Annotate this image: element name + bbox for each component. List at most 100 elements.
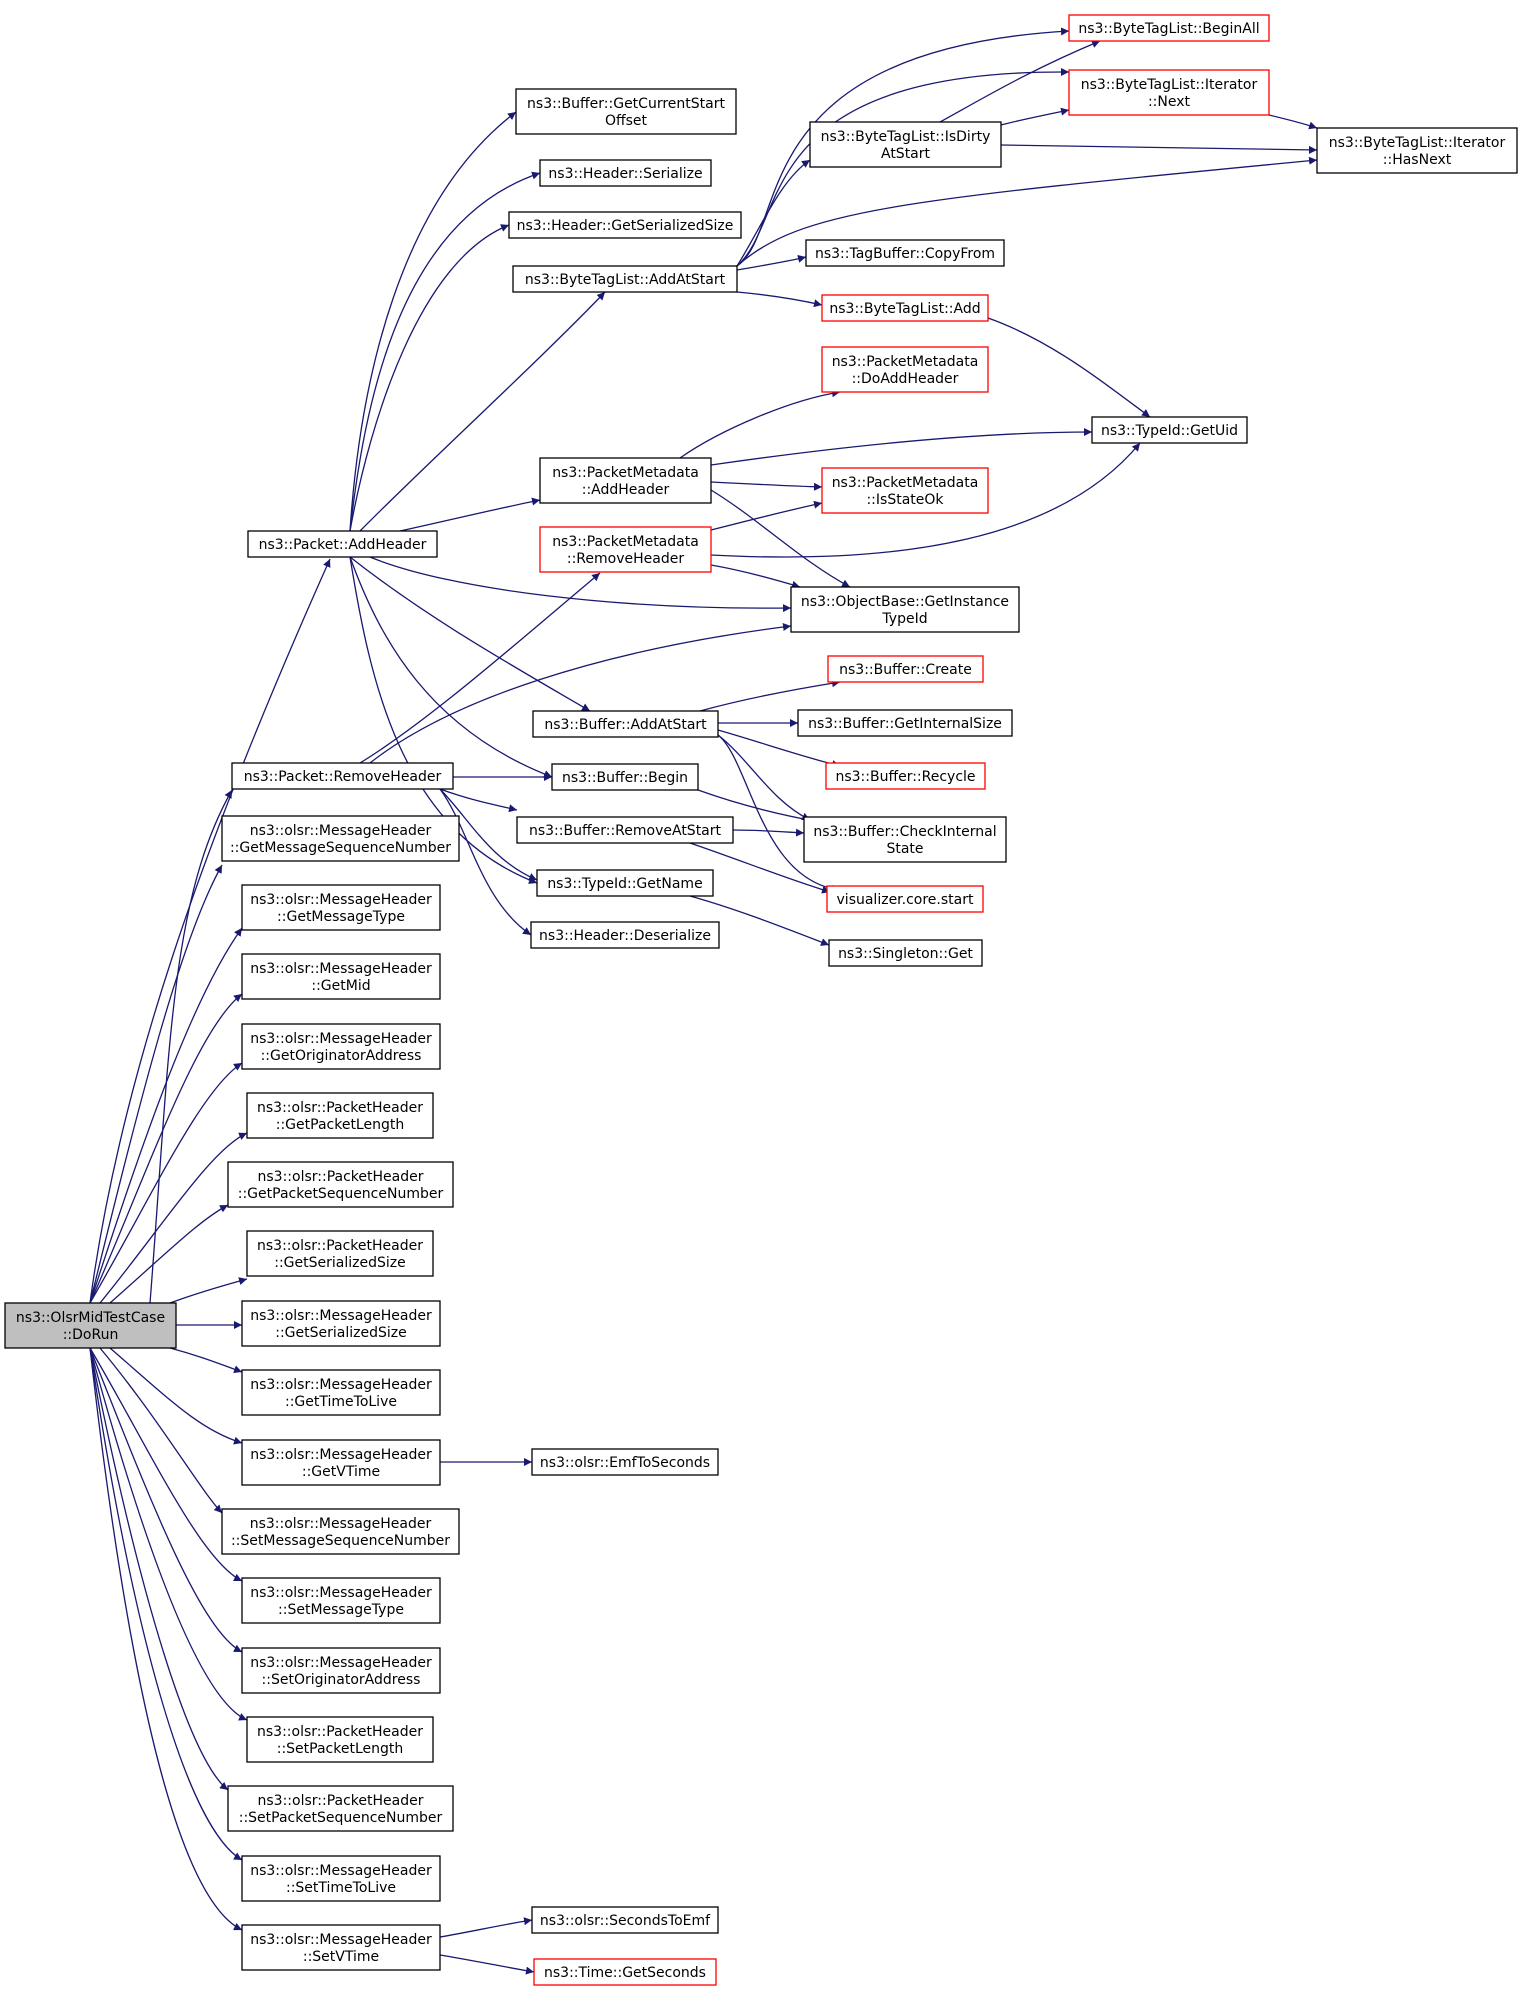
node-label: ::GetMid <box>311 978 370 994</box>
node-m-getorig[interactable]: ns3::olsr::MessageHeader::GetOriginatorA… <box>241 1023 441 1070</box>
node-m-getseq[interactable]: ns3::olsr::MessageHeader::GetMessageSequ… <box>221 815 460 862</box>
node-btl-beginall[interactable]: ns3::ByteTagList::BeginAll <box>1068 14 1270 42</box>
edge-root-to-m_setorig <box>89 1347 243 1653</box>
node-viz-start[interactable]: visualizer.core.start <box>826 885 984 913</box>
edge-pm_removeheader-to-pm_isstateok <box>710 500 823 531</box>
edge-root-to-p_getsize <box>169 1277 248 1304</box>
node-tb-copyfrom[interactable]: ns3::TagBuffer::CopyFrom <box>805 239 1005 267</box>
node-pm-removeheader[interactable]: ns3::PacketMetadata::RemoveHeader <box>539 526 712 573</box>
node-m-getmid[interactable]: ns3::olsr::MessageHeader::GetMid <box>241 953 441 1000</box>
edge-addheader-to-btl_addatstart <box>359 291 606 532</box>
node-box <box>512 265 738 293</box>
node-singleton-get[interactable]: ns3::Singleton::Get <box>828 939 983 967</box>
edge-pm_addheader-to-tid_getuid <box>710 428 1093 466</box>
node-btl-it-hasnext[interactable]: ns3::ByteTagList::Iterator::HasNext <box>1316 127 1518 174</box>
node-h-serialize[interactable]: ns3::Header::Serialize <box>539 159 712 187</box>
node-m-settype[interactable]: ns3::olsr::MessageHeader::SetMessageType <box>241 1577 441 1624</box>
node-box <box>241 1647 441 1694</box>
node-buf-create[interactable]: ns3::Buffer::Create <box>827 655 984 683</box>
node-tid-getname[interactable]: ns3::TypeId::GetName <box>536 869 714 897</box>
node-label: ns3::olsr::PacketHeader <box>257 1238 423 1254</box>
node-buf-recycle[interactable]: ns3::Buffer::Recycle <box>825 762 986 790</box>
node-addheader[interactable]: ns3::Packet::AddHeader <box>247 530 438 558</box>
node-label: ::GetMessageSequenceNumber <box>230 840 451 856</box>
node-label: State <box>886 841 923 857</box>
node-label: ns3::Buffer::Create <box>839 662 972 678</box>
node-m-getttl[interactable]: ns3::olsr::MessageHeader::GetTimeToLive <box>241 1369 441 1416</box>
node-btl-addatstart[interactable]: ns3::ByteTagList::AddAtStart <box>512 265 738 293</box>
node-btl-it-next[interactable]: ns3::ByteTagList::Iterator::Next <box>1068 69 1270 116</box>
node-label: ns3::olsr::MessageHeader <box>250 1863 432 1879</box>
node-label: ns3::TypeId::GetName <box>547 876 702 892</box>
edge-root-to-m_setttl <box>89 1347 243 1861</box>
node-label: ns3::olsr::MessageHeader <box>250 1585 432 1601</box>
node-removeheader[interactable]: ns3::Packet::RemoveHeader <box>231 762 454 790</box>
node-buf-begin[interactable]: ns3::Buffer::Begin <box>551 763 699 791</box>
node-label: ::GetPacketLength <box>276 1117 404 1133</box>
node-box <box>508 211 742 239</box>
node-box <box>551 763 699 791</box>
node-m-getsize[interactable]: ns3::olsr::MessageHeader::GetSerializedS… <box>241 1300 441 1347</box>
node-label: ns3::Buffer::Recycle <box>835 769 975 785</box>
node-p-setlen[interactable]: ns3::olsr::PacketHeader::SetPacketLength <box>246 1716 434 1763</box>
edge-root-to-addheader <box>89 558 331 1304</box>
node-box <box>241 1300 441 1347</box>
edge-root-to-m_getvtime <box>109 1347 243 1445</box>
edge-root-to-m_setseq <box>99 1347 223 1514</box>
node-label: ns3::OlsrMidTestCase <box>16 1310 165 1326</box>
node-pm-doaddheader[interactable]: ns3::PacketMetadata::DoAddHeader <box>821 346 989 393</box>
node-pm-isstateok[interactable]: ns3::PacketMetadata::IsStateOk <box>821 467 989 514</box>
edge-addheader-to-h_serialize <box>349 171 541 532</box>
node-m-setorig[interactable]: ns3::olsr::MessageHeader::SetOriginatorA… <box>241 1647 441 1694</box>
node-buf-addatstart[interactable]: ns3::Buffer::AddAtStart <box>532 710 719 738</box>
node-m-getvtime[interactable]: ns3::olsr::MessageHeader::GetVTime <box>241 1439 441 1486</box>
node-label: ::RemoveHeader <box>567 551 684 567</box>
node-label: ns3::PacketMetadata <box>552 465 699 481</box>
node-label: ns3::TagBuffer::CopyFrom <box>815 246 995 262</box>
edge-pm_removeheader-to-ob_getinstance <box>710 564 801 589</box>
node-emftoseconds[interactable]: ns3::olsr::EmfToSeconds <box>531 1448 719 1476</box>
node-h-getsize[interactable]: ns3::Header::GetSerializedSize <box>508 211 742 239</box>
node-box <box>803 816 1007 863</box>
node-box <box>825 762 986 790</box>
node-m-setttl[interactable]: ns3::olsr::MessageHeader::SetTimeToLive <box>241 1855 441 1902</box>
node-buf-getinternalsize[interactable]: ns3::Buffer::GetInternalSize <box>797 709 1013 737</box>
node-h-deserialize[interactable]: ns3::Header::Deserialize <box>530 921 720 949</box>
node-p-getsize[interactable]: ns3::olsr::PacketHeader::GetSerializedSi… <box>246 1230 434 1277</box>
node-root[interactable]: ns3::OlsrMidTestCase::DoRun <box>4 1302 177 1349</box>
node-btl-add[interactable]: ns3::ByteTagList::Add <box>821 294 989 322</box>
node-p-setseq[interactable]: ns3::olsr::PacketHeader::SetPacketSequen… <box>227 1785 454 1832</box>
node-box <box>821 294 989 322</box>
node-m-setseq[interactable]: ns3::olsr::MessageHeader::SetMessageSequ… <box>221 1508 460 1555</box>
node-label: ::DoAddHeader <box>852 371 959 387</box>
node-box <box>532 710 719 738</box>
edge-root-to-m_getttl <box>169 1347 243 1374</box>
node-p-getseq[interactable]: ns3::olsr::PacketHeader::GetPacketSequen… <box>227 1161 454 1208</box>
node-label: ns3::Packet::RemoveHeader <box>244 769 442 785</box>
node-secondstoemf[interactable]: ns3::olsr::SecondsToEmf <box>531 1906 719 1934</box>
node-buf-removeatstart[interactable]: ns3::Buffer::RemoveAtStart <box>516 816 734 844</box>
node-tid-getuid[interactable]: ns3::TypeId::GetUid <box>1091 416 1248 444</box>
node-m-setvtime[interactable]: ns3::olsr::MessageHeader::SetVTime <box>241 1924 441 1971</box>
edge-removeheader-to-tid_getname <box>439 788 538 881</box>
node-pm-addheader[interactable]: ns3::PacketMetadata::AddHeader <box>539 457 712 504</box>
node-box <box>515 88 737 135</box>
node-label: ns3::olsr::EmfToSeconds <box>540 1455 710 1471</box>
node-label: TypeId <box>881 611 927 627</box>
node-label: ns3::Header::Serialize <box>548 166 702 182</box>
node-label: ns3::olsr::MessageHeader <box>250 1516 432 1532</box>
edge-btl_it_next-to-btl_it_hasnext <box>1268 114 1318 130</box>
edge-m_setvtime-to-secondstoemf <box>439 1917 533 1938</box>
node-m-gettype[interactable]: ns3::olsr::MessageHeader::GetMessageType <box>241 884 441 931</box>
node-time-getseconds[interactable]: ns3::Time::GetSeconds <box>533 1958 717 1986</box>
node-label: ns3::PacketMetadata <box>832 475 979 491</box>
node-label: ns3::Header::Deserialize <box>539 928 711 944</box>
node-label: ns3::PacketMetadata <box>552 534 699 550</box>
node-label: ns3::Buffer::Begin <box>562 770 688 786</box>
node-box <box>828 939 983 967</box>
node-p-getlen[interactable]: ns3::olsr::PacketHeader::GetPacketLength <box>246 1092 434 1139</box>
